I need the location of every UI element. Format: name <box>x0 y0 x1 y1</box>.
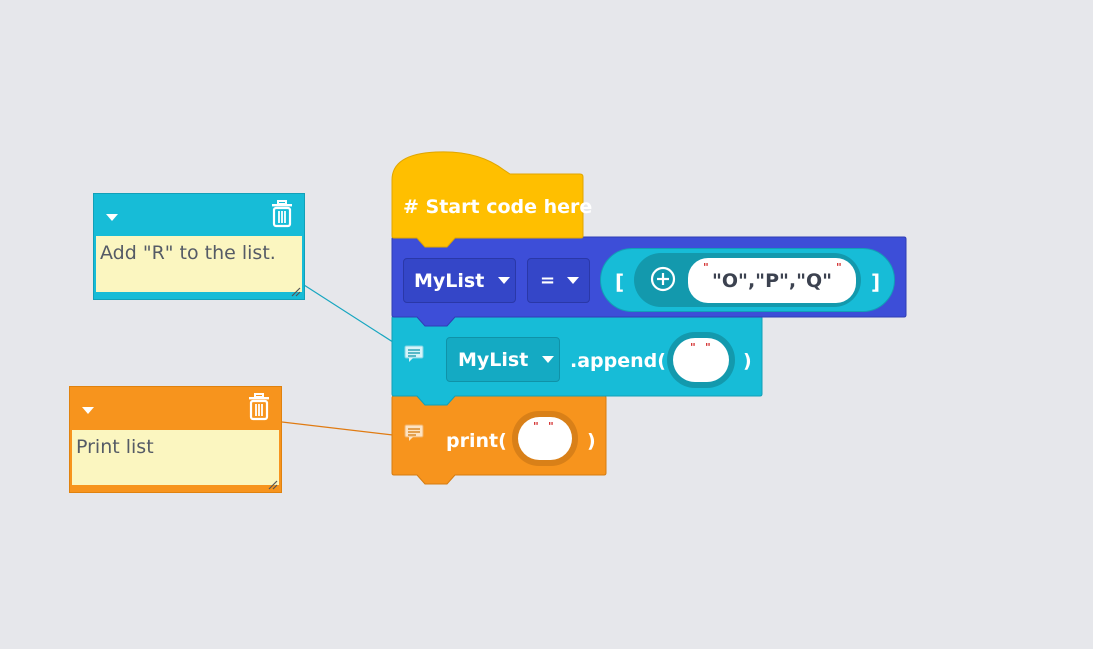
note-header[interactable] <box>70 387 281 430</box>
comment-text[interactable]: Add "R" to the list. <box>96 236 302 292</box>
quote-mark-open: " <box>533 420 539 433</box>
quote-mark-close: " <box>705 341 711 354</box>
quote-mark-open: " <box>703 261 709 274</box>
chevron-down-icon <box>567 277 580 284</box>
append-close-paren: ) <box>743 350 752 372</box>
caret-down-icon[interactable] <box>82 407 94 414</box>
list-value-input[interactable] <box>688 258 856 303</box>
list-value-text: "O","P","Q" <box>712 270 833 292</box>
append-method-label: .append( <box>570 350 666 372</box>
open-bracket: [ <box>615 270 625 294</box>
comment-text[interactable]: Print list <box>72 430 279 485</box>
trash-icon[interactable] <box>247 393 271 421</box>
start-hat-block <box>391 151 584 248</box>
start-hat-label: # Start code here <box>403 196 593 218</box>
variable-name: MyList <box>458 348 529 371</box>
resize-handle-icon[interactable] <box>291 287 301 297</box>
print-close-paren: ) <box>587 430 596 452</box>
variable-name: MyList <box>414 269 485 292</box>
comment-icon[interactable] <box>404 345 426 363</box>
comment-note-print[interactable]: Print list <box>69 386 282 493</box>
close-bracket: ] <box>871 270 881 294</box>
caret-down-icon[interactable] <box>106 214 118 221</box>
append-variable-dropdown[interactable]: MyList <box>446 337 560 382</box>
chevron-down-icon <box>542 356 555 363</box>
print-arg-input[interactable] <box>518 417 572 460</box>
operator-label: = <box>540 270 556 291</box>
quote-mark-close: " <box>836 261 842 274</box>
note-header[interactable] <box>94 194 304 236</box>
quote-mark-open: " <box>690 341 696 354</box>
variable-dropdown[interactable]: MyList <box>403 258 516 303</box>
trash-icon[interactable] <box>270 200 294 228</box>
resize-handle-icon[interactable] <box>268 480 278 490</box>
comment-icon[interactable] <box>404 424 426 442</box>
chevron-down-icon <box>498 277 511 284</box>
operator-dropdown[interactable]: = <box>527 258 590 303</box>
append-arg-input[interactable] <box>673 338 729 382</box>
plus-circle-icon[interactable] <box>649 265 677 293</box>
quote-mark-close: " <box>548 420 554 433</box>
comment-note-append[interactable]: Add "R" to the list. <box>93 193 305 300</box>
print-function-label: print( <box>446 430 507 452</box>
